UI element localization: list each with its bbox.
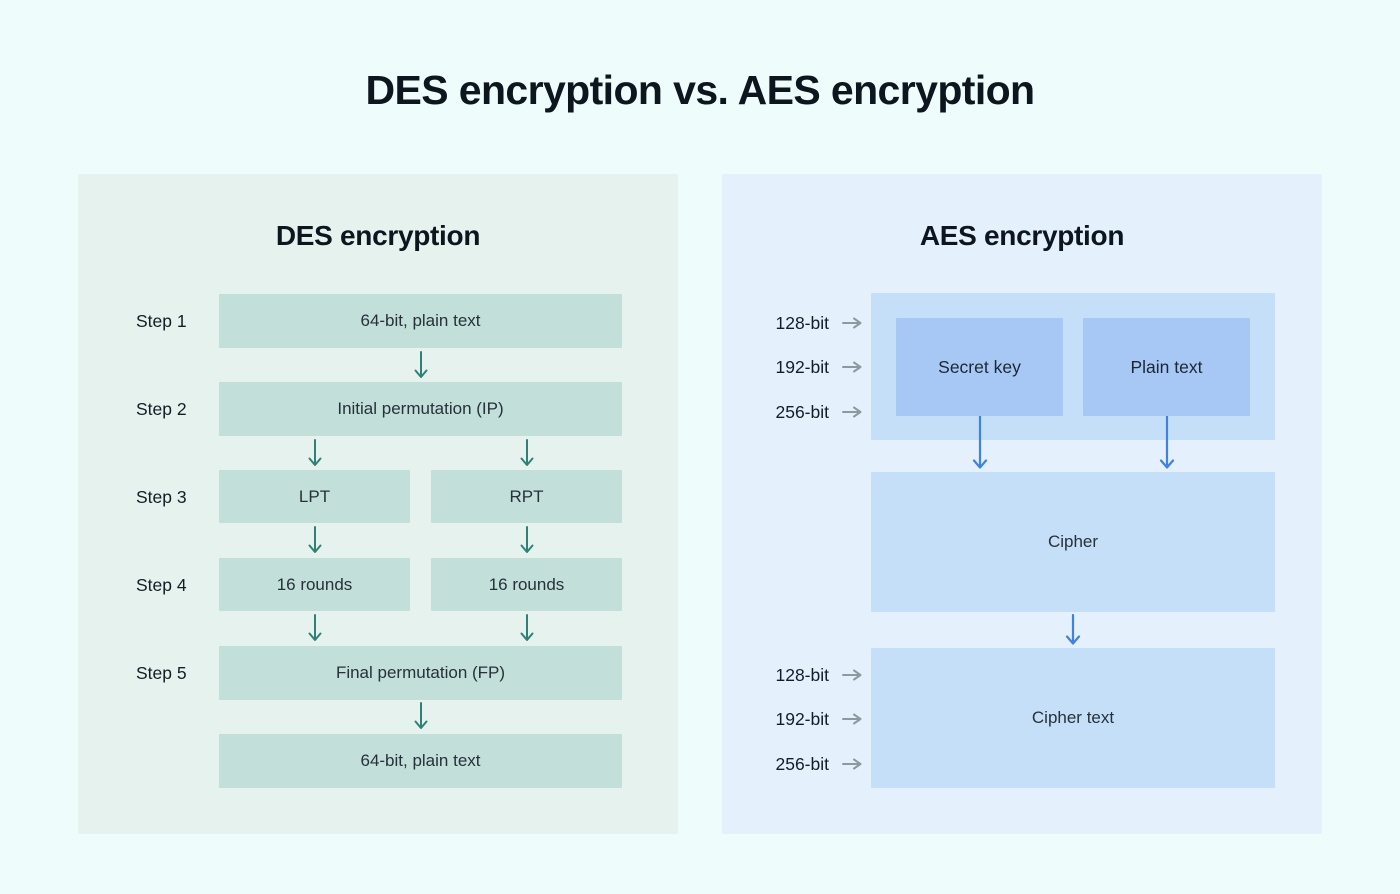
- des-step-label-4: Step 4: [136, 575, 187, 595]
- arrow-down-icon: [414, 702, 428, 729]
- key-size-row: 256-bit: [762, 399, 862, 425]
- des-box-plain-text-output: 64-bit, plain text: [219, 734, 622, 788]
- page-title: DES encryption vs. AES encryption: [365, 67, 1035, 113]
- des-box-16-rounds-right: 16 rounds: [431, 558, 622, 611]
- des-box-plain-text-input: 64-bit, plain text: [219, 294, 622, 348]
- aes-box-cipher: Cipher: [871, 472, 1275, 612]
- key-size-row: 128-bit: [762, 662, 862, 688]
- key-size-label: 192-bit: [775, 708, 829, 729]
- aes-panel: AES encryption 128-bit 192-bit 256-bit S…: [722, 174, 1322, 834]
- key-size-label: 192-bit: [775, 356, 829, 377]
- des-step-label-2: Step 2: [136, 399, 187, 419]
- arrow-right-icon: [842, 758, 862, 770]
- arrow-down-icon: [308, 614, 322, 641]
- arrow-down-icon: [972, 416, 988, 469]
- des-box-final-permutation: Final permutation (FP): [219, 646, 622, 700]
- key-size-row: 192-bit: [762, 706, 862, 732]
- des-heading: DES encryption: [275, 220, 481, 251]
- des-step-label-1: Step 1: [136, 311, 187, 331]
- aes-box-secret-key: Secret key: [896, 318, 1063, 416]
- key-size-row: 192-bit: [762, 354, 862, 380]
- aes-box-cipher-text: Cipher text: [871, 648, 1275, 788]
- des-step-label-5: Step 5: [136, 663, 187, 683]
- key-size-row: 256-bit: [762, 751, 862, 777]
- arrow-right-icon: [842, 317, 862, 329]
- arrow-down-icon: [1159, 416, 1175, 469]
- key-size-label: 128-bit: [775, 664, 829, 685]
- des-box-16-rounds-left: 16 rounds: [219, 558, 410, 611]
- arrow-right-icon: [842, 669, 862, 681]
- des-step-label-3: Step 3: [136, 487, 187, 507]
- arrow-down-icon: [520, 526, 534, 553]
- key-size-row: 128-bit: [762, 310, 862, 336]
- aes-box-plain-text: Plain text: [1083, 318, 1250, 416]
- aes-input-container: Secret key Plain text: [871, 293, 1275, 440]
- key-size-label: 128-bit: [775, 312, 829, 333]
- arrow-right-icon: [842, 713, 862, 725]
- des-box-rpt: RPT: [431, 470, 622, 523]
- arrow-right-icon: [842, 406, 862, 418]
- arrow-down-icon: [414, 351, 428, 378]
- arrow-right-icon: [842, 361, 862, 373]
- arrow-down-icon: [520, 614, 534, 641]
- des-box-lpt: LPT: [219, 470, 410, 523]
- des-panel: DES encryption Step 1 Step 2 Step 3 Step…: [78, 174, 678, 834]
- arrow-down-icon: [520, 439, 534, 466]
- arrow-down-icon: [308, 526, 322, 553]
- des-box-initial-permutation: Initial permutation (IP): [219, 382, 622, 436]
- key-size-label: 256-bit: [775, 753, 829, 774]
- key-size-label: 256-bit: [775, 401, 829, 422]
- arrow-down-icon: [308, 439, 322, 466]
- arrow-down-icon: [1065, 614, 1081, 645]
- aes-heading: AES encryption: [919, 220, 1125, 251]
